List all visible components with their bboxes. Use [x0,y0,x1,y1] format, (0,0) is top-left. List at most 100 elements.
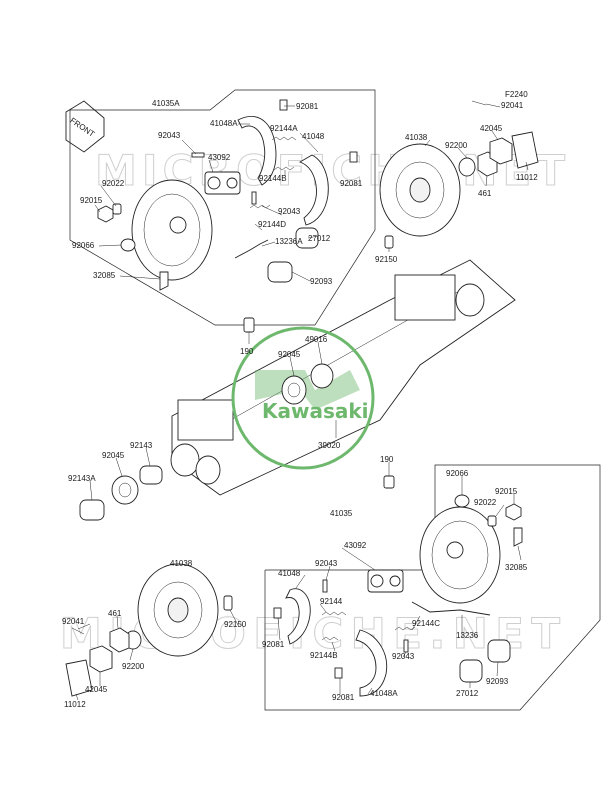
cap-11012-top [511,131,539,169]
part-label: 92041 [501,101,524,110]
spacer-92143a-mid [79,499,105,521]
part-label: 42045 [85,685,108,694]
part-label: 92043 [392,652,415,661]
part-label: 92081 [262,640,285,649]
part-label: 27012 [456,689,479,698]
cap-11012-bottom [65,659,93,697]
part-label: 43092 [344,541,367,550]
nut-92015-bottom [505,503,522,521]
bottom-right-brake-assembly [273,494,523,697]
clip-92081-bottom2 [334,667,343,679]
part-label: 92043 [315,559,338,568]
bearing-27012-bottom [459,659,483,683]
part-label: 92081 [296,102,319,111]
nut-42045-bottom [89,645,113,673]
part-label: 32085 [93,271,116,280]
washer-92022-bottom [487,515,497,527]
part-label: 41048A [210,119,238,128]
wheel-cylinder-top [204,171,241,195]
bolt-190-top [243,317,255,333]
part-label: 92200 [445,141,468,150]
pin-92043-bottom2 [403,639,409,653]
seal-92066-bottom [454,494,470,508]
bolt-92150-bottom [223,595,233,611]
figure-code: F2240 [505,90,528,99]
part-label: 13236 [456,631,479,640]
part-label: 39020 [318,441,341,450]
part-label: 92043 [158,131,181,140]
part-label: 461 [108,609,122,618]
part-label: 92150 [375,255,398,264]
seal-92066-top [120,238,136,252]
brake-shoe-41048-top [298,154,329,226]
part-label: 92144D [258,220,286,229]
part-label: 92144A [270,124,298,133]
spring-92144b-bottom [321,636,339,641]
part-label: 41035 [330,509,353,518]
part-label: 41048 [278,569,301,578]
pin-92043-top [191,152,205,158]
bolt-92150-top [384,235,394,249]
seal-92093-bottom [487,639,511,663]
spring-92144a-top [271,136,297,141]
part-label: 92045 [102,451,125,460]
part-label: 92150 [224,620,247,629]
washer-92200-top [458,157,476,177]
part-label: 461 [478,189,492,198]
nut-42045-top [489,137,513,165]
part-label: 92144B [259,174,287,183]
spring-92144c-bottom [394,626,416,631]
kawasaki-logo-text: Kawasaki [262,399,369,423]
part-label: 92144C [412,619,440,628]
part-label: 92022 [474,498,497,507]
part-label: 92066 [72,241,95,250]
brake-shoe-41048a-bottom [355,629,388,697]
part-label: 92015 [495,487,518,496]
bottom-left-drum-assembly [65,563,233,697]
part-label: 92081 [340,179,363,188]
bearing-92045-mid2 [111,475,139,505]
clip-32085-bottom [513,527,523,547]
part-label: 190 [380,455,394,464]
part-label: 92093 [486,677,509,686]
part-label: 43092 [208,153,231,162]
brake-shoe-41048-bottom [285,588,311,645]
axle-mount-right [394,274,456,321]
clip-92081-top [279,99,288,111]
part-labels: 41035A 92081 41048A 92043 92144A 43092 4… [62,99,538,709]
part-label: 41035A [152,99,180,108]
axle-end-left-2 [195,455,221,485]
top-left-brake-assembly [97,99,358,333]
brake-shoe-41048A-top [237,116,277,186]
lever-13236a-top [234,239,269,259]
part-label: 92200 [122,662,145,671]
spring-92144d-top [249,204,271,209]
part-label: 92022 [102,179,125,188]
part-label: 32085 [505,563,528,572]
washer-92022-top [112,203,122,215]
part-label: 92143 [130,441,153,450]
part-label: 92093 [310,277,333,286]
part-label: 92045 [278,350,301,359]
top-right-drum-assembly [379,100,539,249]
bolt-190-mid [383,475,395,489]
leader-lines [75,103,529,701]
part-label: 41038 [170,559,193,568]
part-label: 49016 [305,335,328,344]
cotter-92041-top [471,100,487,106]
front-tag: FRONT [65,100,105,153]
pin-92043-top2 [251,191,257,205]
wheel-cylinder-bottom [367,569,404,593]
pin-92043-bottom [322,579,328,593]
part-label: 92015 [80,196,103,205]
part-label: 42045 [480,124,503,133]
nut-461-bottom [109,627,130,653]
seal-49016-mid [310,363,334,389]
part-label: 92041 [62,617,85,626]
part-label: 92143A [68,474,96,483]
part-label: 92144B [310,651,338,660]
part-label: 92043 [278,207,301,216]
part-label: 41038 [405,133,428,142]
axle-housing-39020 [170,259,516,496]
